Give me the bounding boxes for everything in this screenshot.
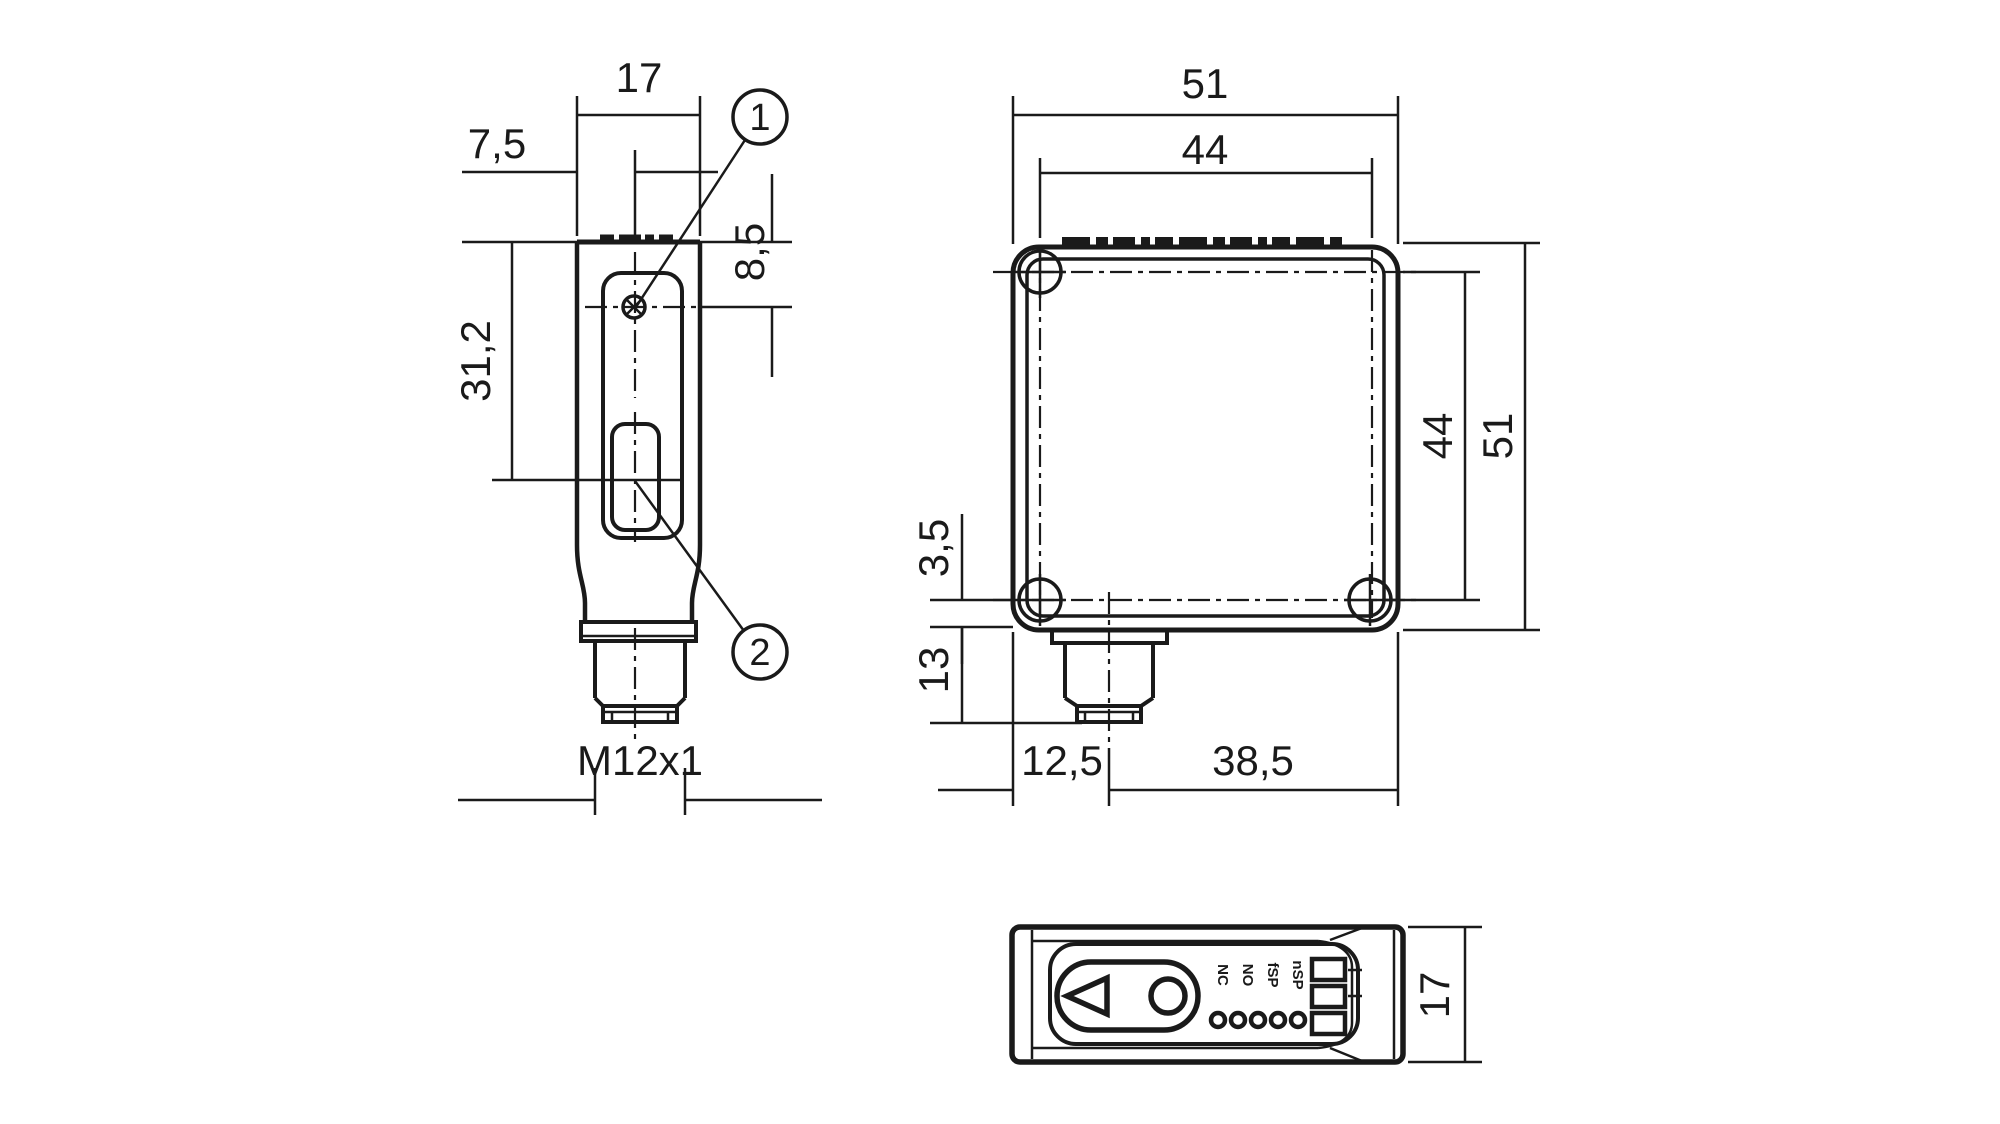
receiver-window: [610, 422, 661, 532]
dim-side-width: 17: [616, 54, 663, 101]
front-view-extension-lines: [930, 96, 1540, 806]
dim-connector-offset: 12,5: [1021, 737, 1103, 784]
front-view-body-outline: [1010, 237, 1401, 633]
dim-depth: 17: [1411, 972, 1458, 1019]
side-view-centerlines: [585, 252, 700, 744]
dim-lens-from-top: 8,5: [726, 223, 773, 281]
side-view-dimension-lines: [458, 115, 822, 802]
thread-label: M12x1: [577, 737, 703, 784]
dim-screw-axis-offset: 3,5: [910, 519, 957, 577]
switch-label-nsp: nSP: [1289, 960, 1306, 989]
led-row: [1208, 1010, 1308, 1030]
dim-front-height: 51: [1474, 413, 1521, 460]
dim-body-length: 31,2: [452, 320, 499, 402]
switch-labels: NC NO fSP nSP: [1214, 960, 1306, 989]
front-view-centerlines: [993, 250, 1417, 744]
callout-2-number: 2: [749, 632, 770, 674]
front-view: 51 44 44 51 3,5 13 12,5 38,5: [910, 60, 1540, 806]
dim-lens-offset: 7,5: [468, 120, 526, 167]
switch-label-no: NO: [1239, 964, 1256, 987]
dip-switch: [1309, 956, 1362, 1037]
switch-label-nc: NC: [1214, 964, 1231, 986]
callout-1: 1: [634, 88, 789, 308]
adjustment-window: [1054, 959, 1201, 1033]
dim-inner-width: 44: [1182, 126, 1229, 173]
side-view-body-outline: [574, 234, 703, 724]
top-view-dimension-lines: [1408, 925, 1482, 1064]
side-view: 17 7,5 31,2 8,5 M12x1 1 2: [452, 54, 822, 815]
potentiometer-icon: [1148, 976, 1188, 1016]
dim-front-width: 51: [1182, 60, 1229, 107]
callout-1-number: 1: [749, 97, 770, 139]
switch-label-fsp: fSP: [1264, 962, 1281, 987]
arrow-triangle-icon: [1060, 973, 1110, 1019]
callout-2: 2: [633, 480, 789, 681]
dim-connector-to-edge: 38,5: [1212, 737, 1294, 784]
dim-inner-height: 44: [1414, 413, 1461, 460]
m12-connector-front: [1050, 630, 1169, 724]
lens-window: [601, 271, 684, 540]
front-view-dimension-lines: [938, 115, 1525, 790]
operating-panel: [1048, 942, 1360, 1046]
dim-connector-length: 13: [910, 647, 957, 694]
top-view: NC NO fSP nSP 17: [1009, 924, 1482, 1065]
